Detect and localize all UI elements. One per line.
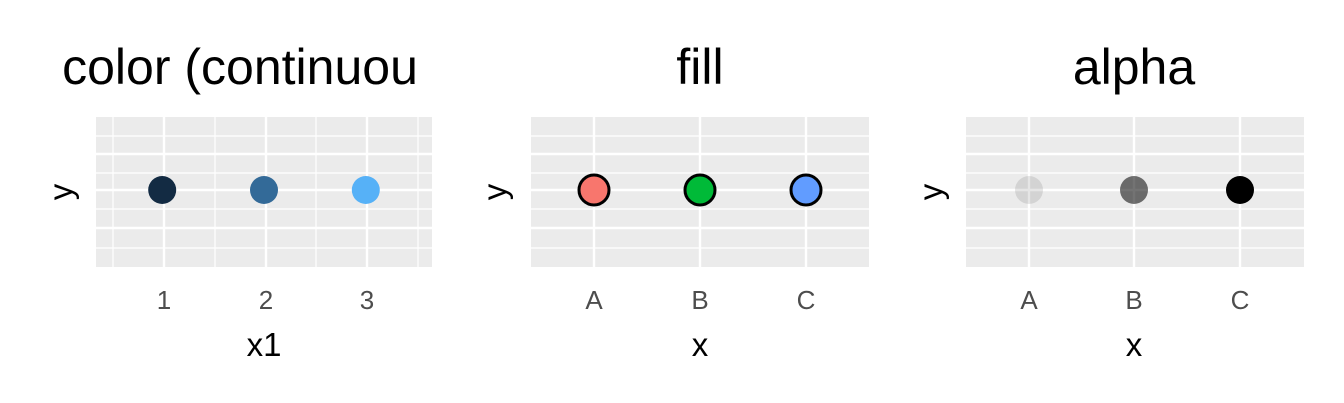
x-tick-label: B (691, 285, 708, 315)
x-tick-label: 1 (157, 285, 171, 315)
chart-alpha: alpha A B C x y (912, 39, 1304, 363)
x-axis-label: x1 (247, 326, 282, 363)
chart-fill: fill A B C x y (476, 39, 869, 363)
data-points (148, 176, 380, 204)
data-point (351, 176, 380, 204)
x-tick-label: A (1020, 285, 1038, 315)
x-axis-label: x (692, 326, 709, 363)
x-tick-label: B (1125, 285, 1142, 315)
x-tick-label: 3 (360, 285, 374, 315)
x-axis-label: x (1126, 326, 1143, 363)
x-tick-labels: A B C (585, 285, 815, 315)
chart-title: alpha (1073, 39, 1196, 95)
x-tick-label: A (585, 285, 603, 315)
data-points (577, 173, 823, 207)
chart-title: fill (676, 39, 723, 95)
y-axis-label: y (42, 183, 79, 200)
chart-color-continuous: color (continuou 1 2 3 x1 y (42, 39, 432, 363)
data-point (1226, 176, 1254, 204)
chart-title: color (continuou (62, 39, 418, 95)
data-point (1015, 176, 1043, 204)
x-tick-labels: A B C (1020, 285, 1249, 315)
x-tick-label: 2 (259, 285, 273, 315)
data-points (1015, 176, 1254, 204)
data-point (250, 176, 278, 204)
x-tick-label: C (797, 285, 816, 315)
data-point (683, 173, 717, 207)
y-axis-label: y (476, 183, 513, 200)
x-tick-labels: 1 2 3 (157, 285, 374, 315)
data-point (577, 173, 611, 207)
data-point (789, 173, 823, 207)
data-point (1120, 176, 1148, 204)
data-point (148, 176, 177, 204)
y-axis-label: y (912, 183, 949, 200)
x-tick-label: C (1231, 285, 1250, 315)
